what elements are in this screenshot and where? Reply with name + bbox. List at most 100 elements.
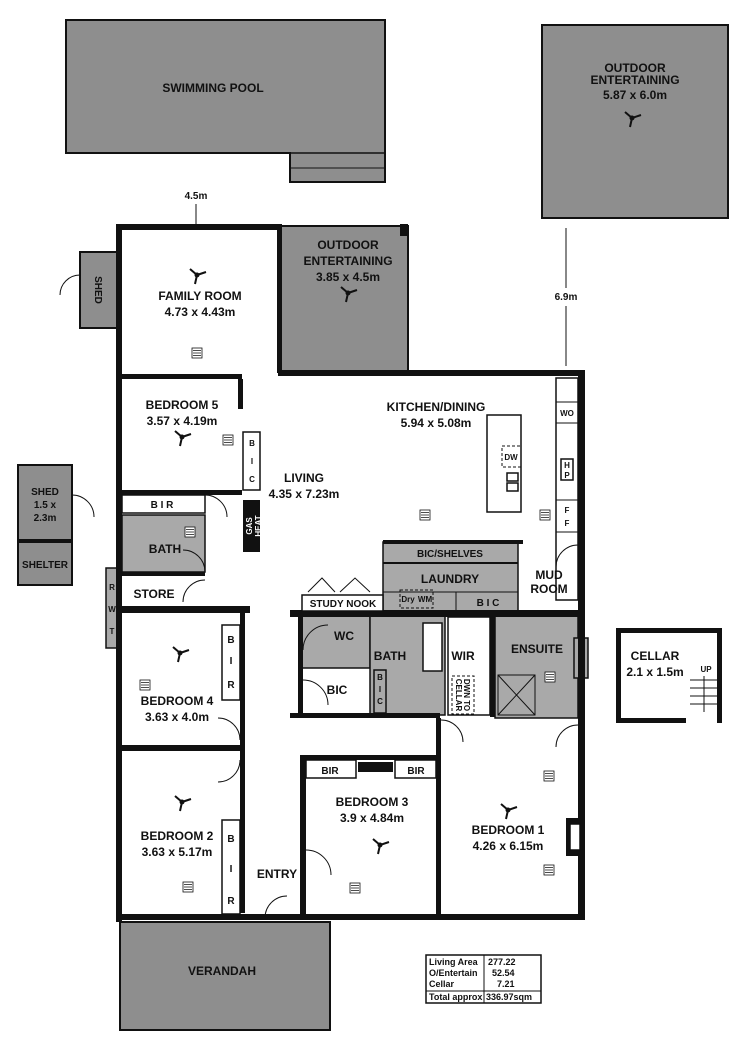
room-label: ROOM	[530, 582, 567, 596]
kitchen-label: KITCHEN/DINING	[387, 400, 486, 414]
dim-outdoor: 6.9m	[555, 292, 578, 303]
area-label-cellar: Cellar	[429, 979, 455, 989]
area-label-oe: O/Entertain	[429, 968, 478, 978]
ceiling-fan-icon	[624, 111, 642, 128]
bic-b: B	[249, 439, 255, 448]
oe-size: 5.87 x 6.0m	[603, 88, 667, 102]
bic-i: I	[251, 457, 253, 466]
area-table: Living Area 277.22 O/Entertain 52.54 Cel…	[425, 954, 542, 1004]
pool-label: SWIMMING POOL	[162, 81, 263, 95]
cellar-up-label: UP	[700, 665, 712, 674]
b3-bir-left: BIR	[321, 766, 339, 777]
vent-icon	[539, 509, 551, 521]
oe-label: OUTDOOR	[604, 61, 666, 75]
living-label: LIVING	[284, 471, 324, 485]
vent-icon	[349, 882, 361, 894]
swimming-pool: SWIMMING POOL	[65, 19, 386, 183]
area-label-living: Living Area	[429, 957, 479, 967]
bedroom2-size: 3.63 x 5.17m	[142, 845, 213, 859]
shed-small-label: SHED	[92, 276, 103, 304]
vents	[139, 347, 556, 894]
washing-machine-label: WM	[418, 595, 433, 604]
vent-icon	[182, 881, 194, 893]
ceiling-fan-icon	[189, 268, 207, 285]
bir-bedroom5: B I R	[151, 500, 175, 511]
living-size: 4.35 x 7.23m	[269, 487, 340, 501]
cellar-size: 2.1 x 1.5m	[626, 665, 683, 679]
bedroom3-label: BEDROOM 3	[336, 795, 409, 809]
bedroom5-size: 3.57 x 4.19m	[147, 414, 218, 428]
vent-icon	[191, 347, 203, 359]
heat-label: HEAT	[254, 515, 263, 536]
ensuite	[494, 614, 579, 719]
b4-bir-i: I	[230, 656, 233, 667]
ff-2: F	[565, 519, 570, 528]
stairs-down-label: DWN TO CELLAR	[454, 679, 471, 712]
wir-label: WIR	[451, 649, 475, 663]
shelter-label: SHELTER	[22, 560, 69, 571]
rwt-w: W	[108, 605, 116, 614]
vent-icon	[543, 770, 555, 782]
vent-icon	[544, 671, 556, 683]
rwt-r: R	[109, 583, 115, 592]
area-label-total: Total approx	[429, 992, 482, 1002]
wall-oven-label: WO	[560, 409, 574, 418]
dishwasher-label: DW	[504, 453, 518, 462]
study-nook-label: STUDY NOOK	[310, 599, 377, 610]
ceiling-fan-icon	[372, 838, 390, 855]
oe-room-size: 3.85 x 4.5m	[316, 270, 380, 284]
vent-icon	[222, 434, 234, 446]
area-value-total: 336.97sqm	[486, 992, 532, 1002]
oe-label2: ENTERTAINING	[590, 73, 679, 87]
doors	[182, 494, 579, 919]
dwn-to: DWN TO	[462, 679, 471, 711]
bedroom1-size: 4.26 x 6.15m	[473, 839, 544, 853]
outdoor-entertaining-main: OUTDOOR ENTERTAINING 5.87 x 6.0m	[541, 24, 729, 219]
area-value-oe: 52.54	[492, 968, 515, 978]
laundry-bic-label: B I C	[477, 598, 500, 609]
bedroom2-label: BEDROOM 2	[141, 829, 214, 843]
family-room-label: FAMILY ROOM	[158, 289, 241, 303]
bedroom4-label: BEDROOM 4	[141, 694, 214, 708]
mud-label: MUD	[535, 568, 563, 582]
vent-icon	[139, 679, 151, 691]
shed-large-size2: 2.3m	[34, 513, 57, 524]
vent-icon	[419, 509, 431, 521]
entry-label: ENTRY	[257, 867, 297, 881]
gas-label: GAS	[245, 517, 254, 535]
oe-room-label: OUTDOOR	[317, 238, 379, 252]
bic-c: C	[249, 475, 255, 484]
b2-bir-i: I	[230, 864, 233, 875]
verandah	[119, 921, 331, 1031]
ceiling-fans	[172, 268, 518, 855]
hp-h: H	[564, 461, 570, 470]
verandah-label: VERANDAH	[188, 964, 256, 978]
rwt-t: T	[110, 627, 115, 636]
kitchen-size: 5.94 x 5.08m	[401, 416, 472, 430]
area-value-cellar: 7.21	[497, 979, 515, 989]
bath-5	[121, 514, 206, 573]
shed-large-size1: 1.5 x	[34, 500, 57, 511]
store-label: STORE	[133, 587, 174, 601]
bath-bic-i: I	[379, 685, 381, 694]
gas-heater: GAS HEAT	[245, 515, 263, 536]
ceiling-fan-icon	[174, 430, 192, 447]
bic-label: BIC	[327, 683, 348, 697]
laundry-label: LAUNDRY	[421, 572, 479, 586]
bedroom3-size: 3.9 x 4.84m	[340, 811, 404, 825]
bath-bic-c: C	[377, 697, 383, 706]
shed-small: SHED	[59, 251, 119, 329]
bath-label: BATH	[374, 649, 406, 663]
wc-label: WC	[334, 629, 354, 643]
cellar-word: CELLAR	[454, 679, 463, 712]
ceiling-fan-icon	[340, 286, 358, 303]
bedroom5-label: BEDROOM 5	[146, 398, 219, 412]
dim-pool: 4.5m	[185, 191, 208, 202]
dryer-label: Dry	[401, 595, 415, 604]
oe-room-label2: ENTERTAINING	[303, 254, 392, 268]
kitchen-island	[486, 414, 522, 513]
ensuite-label: ENSUITE	[511, 642, 563, 656]
hp-p: P	[564, 471, 570, 480]
